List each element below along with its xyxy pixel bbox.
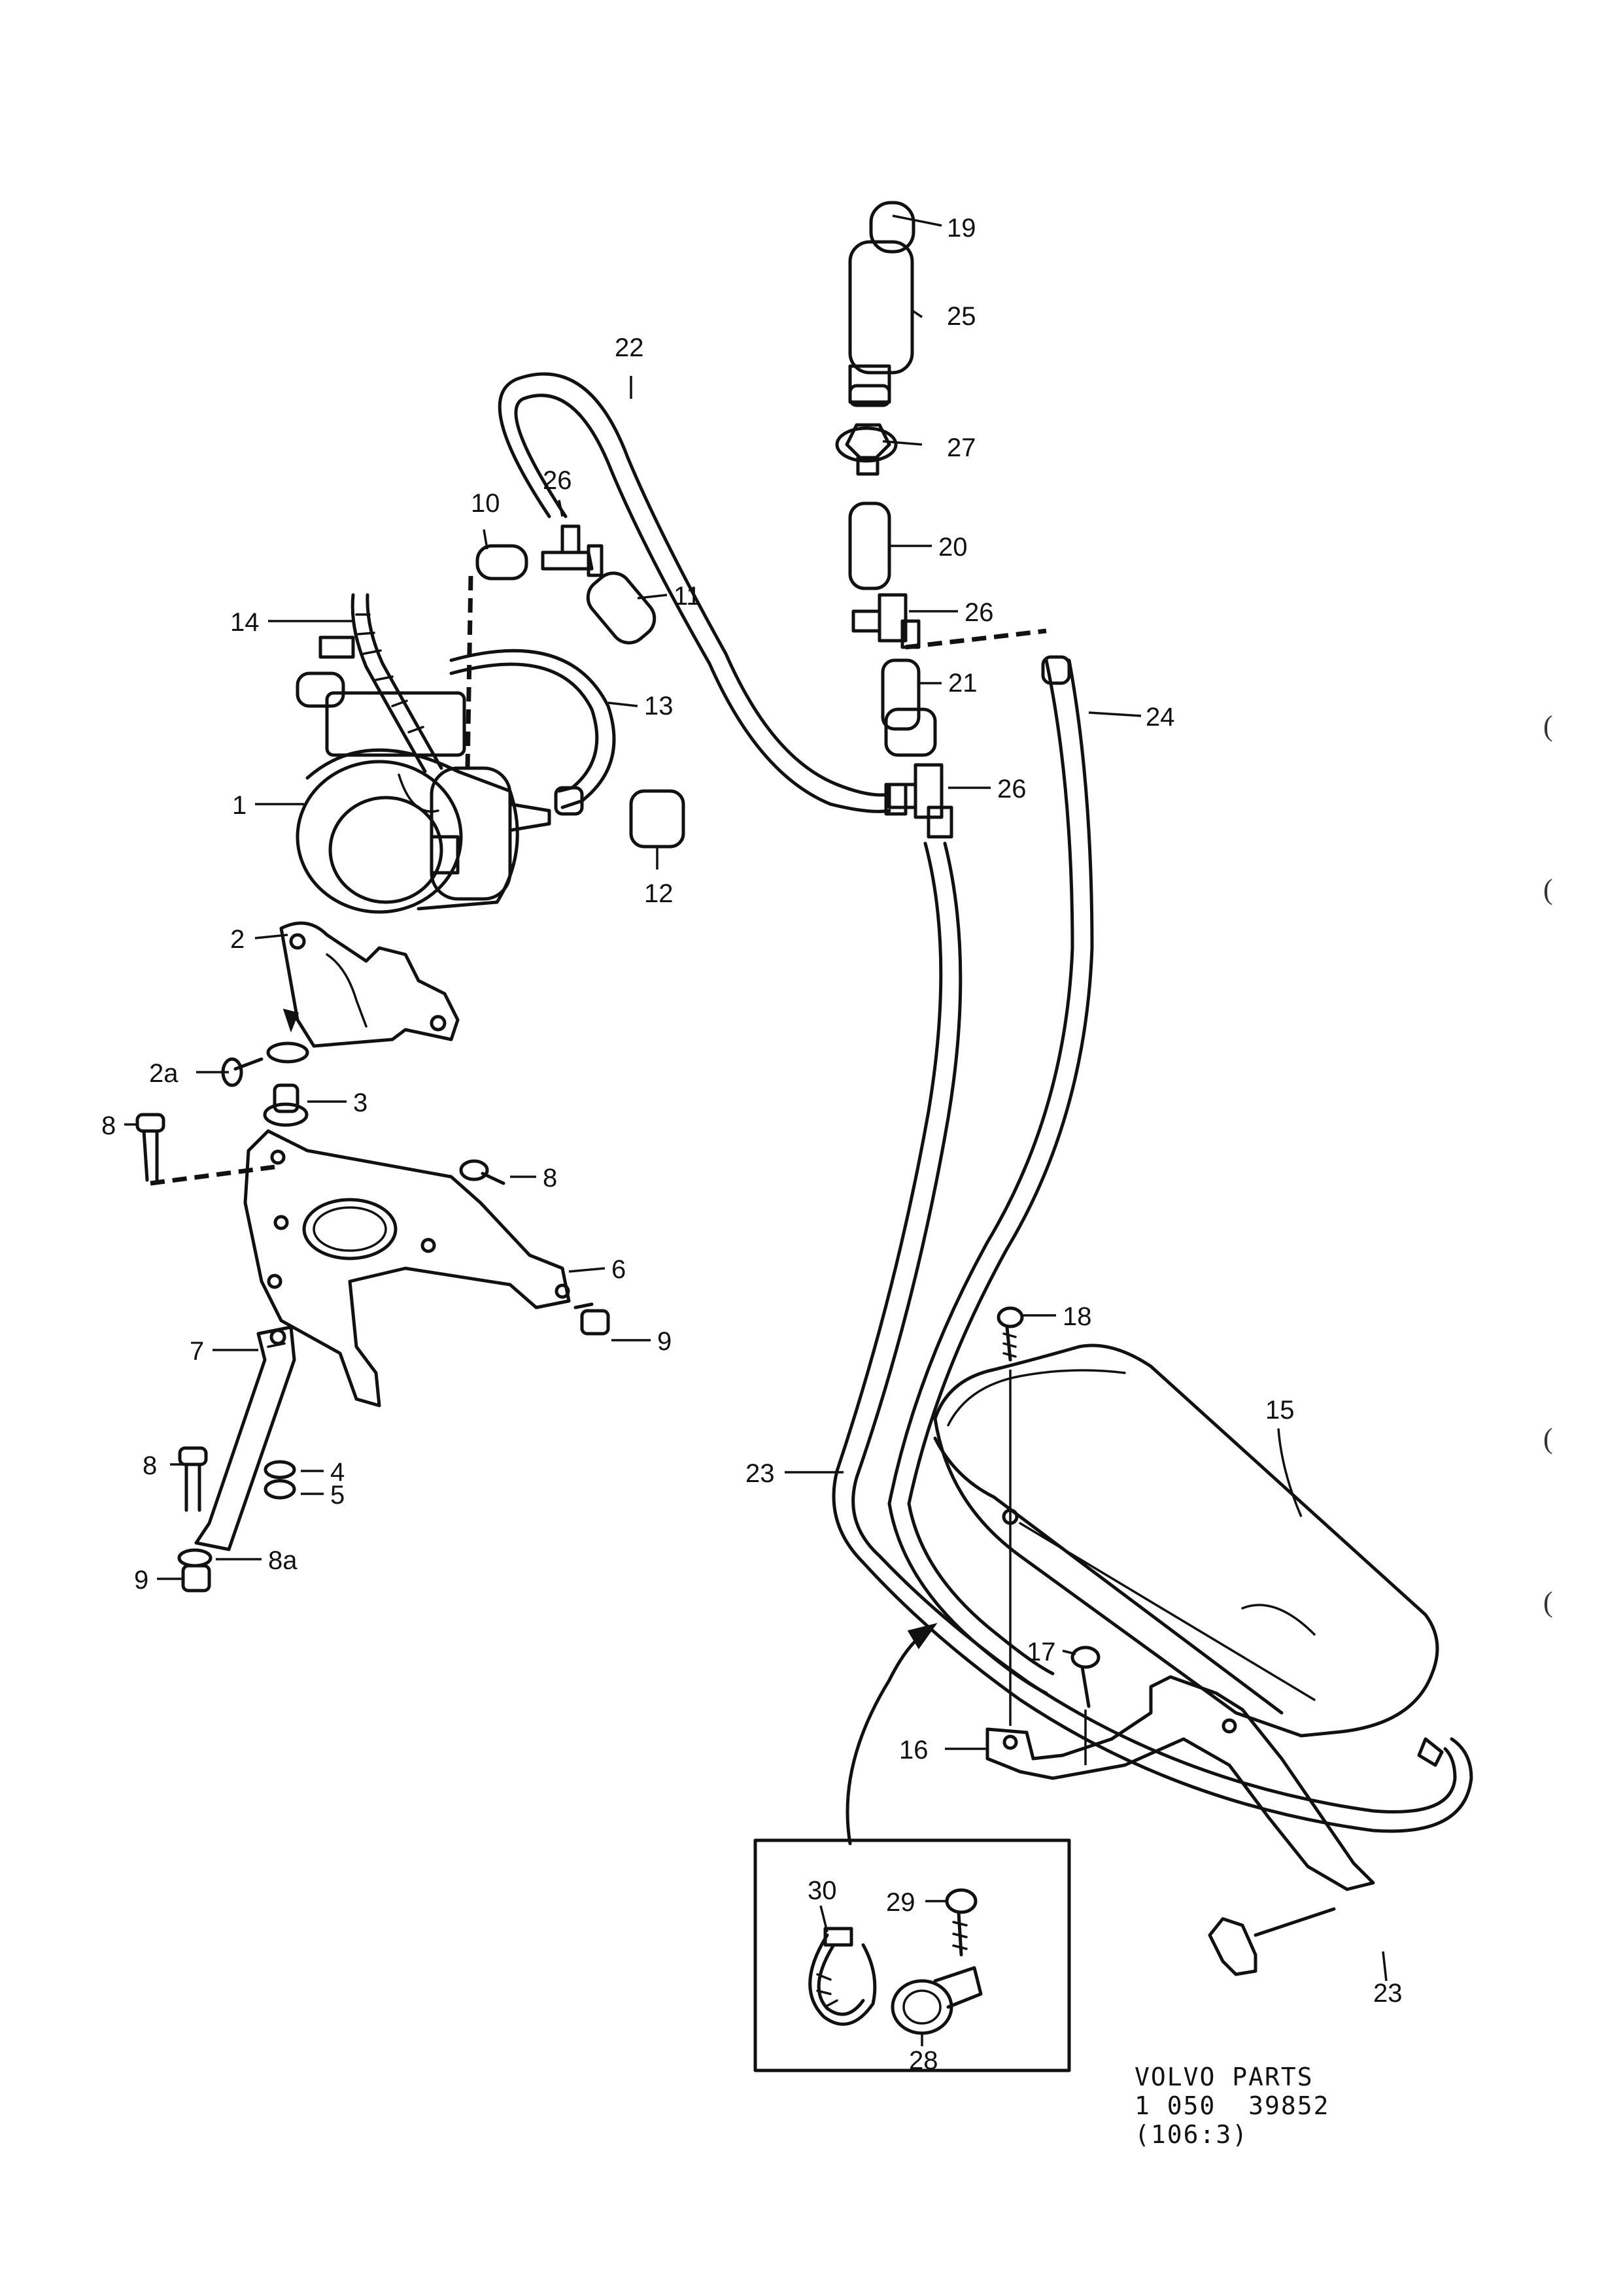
callout-2: 2 <box>230 925 245 954</box>
hose-piece-10 <box>475 544 528 581</box>
hose-23 <box>832 841 1473 1833</box>
callout-26-c: 26 <box>997 775 1027 803</box>
bolt-8-c <box>178 1446 208 1512</box>
pump-assembly <box>296 671 551 914</box>
callout-26-b: 26 <box>965 598 994 627</box>
callout-21: 21 <box>948 669 978 698</box>
screw-17 <box>1070 1646 1101 1708</box>
callout-8-b: 8 <box>543 1164 557 1192</box>
callout-25: 25 <box>947 302 976 331</box>
callout-9-b: 9 <box>134 1566 148 1595</box>
clip-30 <box>808 1927 877 2026</box>
hose-22 <box>498 372 891 797</box>
strap-14 <box>318 593 443 773</box>
dashed-link-24 <box>905 628 1047 650</box>
check-valve-27 <box>835 423 898 476</box>
callout-27: 27 <box>947 433 976 462</box>
edge-marks: ( ( ( ( <box>1543 710 1553 1618</box>
callout-4: 4 <box>330 1458 345 1487</box>
callout-14: 14 <box>230 608 260 637</box>
callout-5: 5 <box>330 1481 345 1510</box>
callout-30: 30 <box>808 1876 837 1905</box>
leader-lines <box>124 214 1388 2046</box>
callout-8-a: 8 <box>101 1111 116 1140</box>
dashed-link-8 <box>150 1164 275 1186</box>
callout-23-a: 23 <box>745 1459 775 1488</box>
callout-16: 16 <box>899 1736 929 1764</box>
callout-23-b: 23 <box>1373 1979 1403 2008</box>
callout-1: 1 <box>232 791 247 820</box>
edge-mark-4: ( <box>1543 1586 1553 1618</box>
hose-piece-21 <box>881 658 921 731</box>
clamp-28 <box>891 1966 983 2035</box>
callout-29: 29 <box>886 1888 915 1917</box>
dashed-link-10 <box>465 575 473 769</box>
callout-20: 20 <box>938 533 968 562</box>
reservoir-15 <box>933 1343 1444 1767</box>
callout-labels: 19 25 27 20 26 21 26 24 22 26 10 11 13 1… <box>101 214 1403 2075</box>
callout-15: 15 <box>1265 1396 1295 1425</box>
hose-piece-12 <box>629 789 685 849</box>
caption-brand: VOLVO PARTS <box>1135 2063 1314 2091</box>
callout-7: 7 <box>190 1337 204 1366</box>
callout-24: 24 <box>1146 703 1175 732</box>
callout-26-a: 26 <box>543 466 572 495</box>
washer-4 <box>264 1460 296 1479</box>
callout-18: 18 <box>1063 1302 1092 1331</box>
hose-13 <box>449 649 616 809</box>
t-connector-26-a <box>541 524 604 577</box>
rubber-mount-3 <box>263 1083 309 1127</box>
bracket-2 <box>266 921 460 1064</box>
callout-19: 19 <box>947 214 976 243</box>
callout-3: 3 <box>353 1089 367 1117</box>
hose-piece-21-b <box>884 707 937 757</box>
bolt-8-a <box>135 1113 165 1182</box>
bolt-8-b <box>459 1159 505 1185</box>
edge-mark-1: ( <box>1543 710 1553 742</box>
callout-8a: 8a <box>268 1546 298 1575</box>
callout-13: 13 <box>644 692 674 720</box>
t-connector-26-c <box>887 763 953 839</box>
bracket-16 <box>985 1675 1375 1976</box>
callout-28: 28 <box>909 2046 938 2075</box>
callout-17: 17 <box>1027 1638 1056 1666</box>
callout-12: 12 <box>644 879 674 908</box>
caption-ref: (106:3) <box>1135 2120 1249 2149</box>
callout-11: 11 <box>674 582 701 611</box>
callout-2a: 2a <box>149 1059 179 1088</box>
bracket-6 <box>243 1129 571 1408</box>
callout-10: 10 <box>471 489 500 518</box>
callout-6: 6 <box>611 1255 626 1284</box>
hose-piece-11 <box>586 571 657 645</box>
washer-8a <box>177 1548 213 1568</box>
callout-22: 22 <box>615 333 644 362</box>
nut-9-a <box>573 1302 610 1336</box>
screw-18 <box>997 1306 1024 1726</box>
edge-mark-2: ( <box>1543 873 1553 905</box>
hose-13-end <box>554 786 584 816</box>
hose-piece-20 <box>848 501 891 590</box>
callout-8-c: 8 <box>143 1451 157 1480</box>
hose-24 <box>887 658 1074 1695</box>
caption-number: 1 050 39852 <box>1135 2091 1330 2120</box>
edge-mark-3: ( <box>1543 1423 1553 1455</box>
stay-7 <box>194 1325 296 1551</box>
hose-25 <box>848 201 915 407</box>
detail-inset <box>753 1623 1071 2072</box>
callout-9-a: 9 <box>657 1327 672 1356</box>
screw-29 <box>945 1888 978 1957</box>
washer-5 <box>264 1479 296 1500</box>
nut-9-b <box>181 1564 211 1593</box>
t-connector-26-b <box>851 593 921 649</box>
